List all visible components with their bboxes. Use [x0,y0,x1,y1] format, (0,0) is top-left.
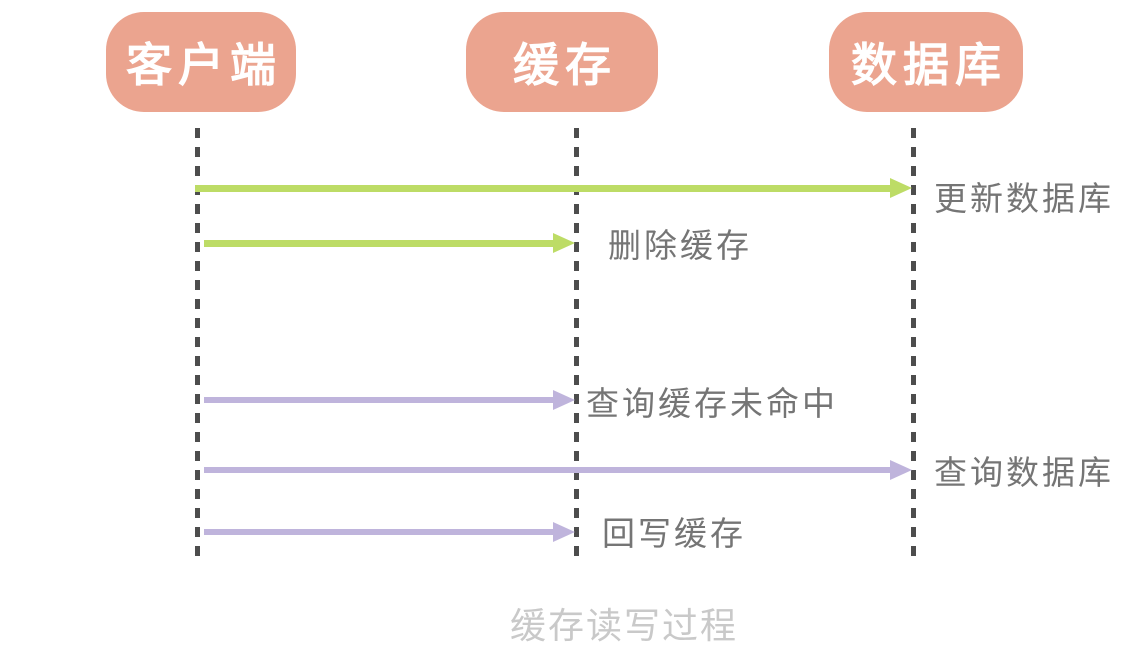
message-label-query-cache-miss: 查询缓存未命中 [586,385,838,422]
arrow-shaft [204,467,890,473]
arrow-shaft [204,239,553,247]
arrow-shaft [204,529,553,535]
actor-label-cache: 缓存 [513,39,617,91]
message-label-delete-cache: 删除缓存 [608,227,752,264]
message-label-update-database: 更新数据库 [934,180,1114,217]
arrowhead-icon [553,233,575,253]
arrowhead-icon [890,178,912,198]
lifeline-cache [574,128,579,556]
lifeline-client [195,128,200,556]
arrow-update-database [195,178,912,198]
arrow-writeback-cache [204,522,575,542]
message-label-query-database: 查询数据库 [934,454,1114,491]
lifeline-database [911,128,916,556]
arrow-query-cache-miss [204,390,575,410]
arrowhead-icon [553,522,575,542]
actor-box-client: 客户端 [106,12,296,112]
arrowhead-icon [890,460,912,480]
arrowhead-icon [553,390,575,410]
actor-box-database: 数据库 [829,12,1023,112]
message-label-writeback-cache: 回写缓存 [602,515,746,552]
arrow-delete-cache [204,233,575,253]
diagram-caption: 缓存读写过程 [510,605,739,646]
arrow-shaft [204,397,553,403]
actor-box-cache: 缓存 [466,12,658,112]
arrow-query-database [204,460,912,480]
actor-label-client: 客户端 [126,39,282,91]
actor-label-database: 数据库 [851,39,1007,91]
arrow-shaft [195,184,890,192]
